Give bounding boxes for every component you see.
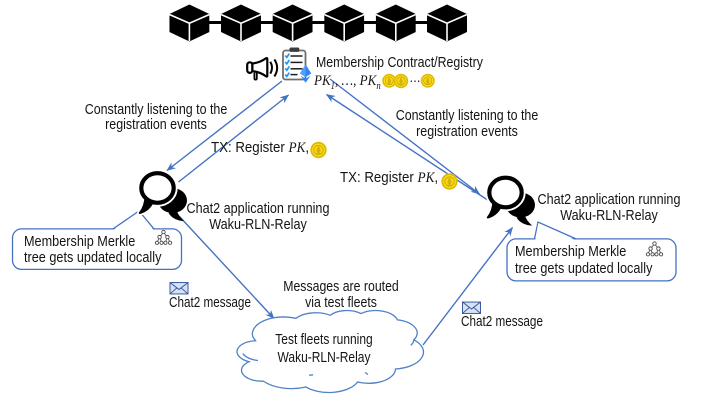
- svg-text:⋯: ⋯: [410, 76, 421, 88]
